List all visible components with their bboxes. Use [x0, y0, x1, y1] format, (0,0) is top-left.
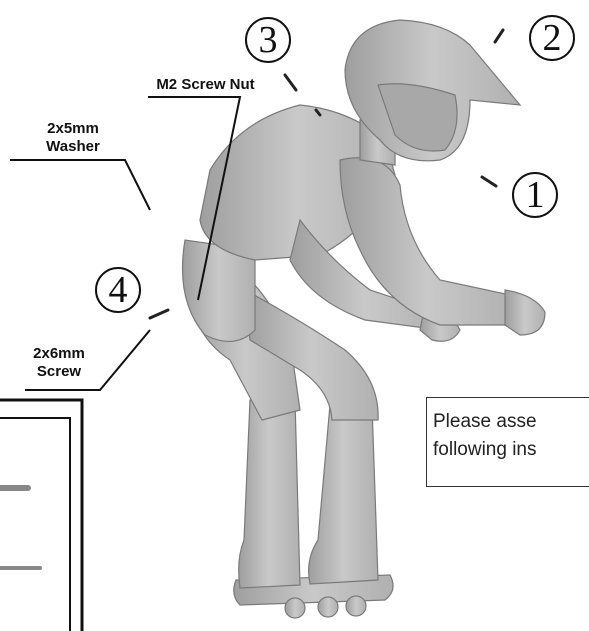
front-hand [505, 290, 545, 335]
skate-wheel [285, 598, 305, 618]
note-line-2: following ins [433, 436, 589, 464]
screw-3-marker [285, 75, 296, 90]
washer-leader [10, 160, 150, 210]
step-number-1: 1 [515, 175, 555, 215]
screw-size: 2x6mm [14, 345, 104, 363]
washer-label: 2x5mm Washer [28, 120, 118, 156]
inset-frame-inner [0, 418, 70, 631]
skate-wheel [318, 597, 338, 617]
screw-name: Screw [14, 363, 104, 381]
washer-size: 2x5mm [28, 120, 118, 138]
screw-2-marker [495, 30, 503, 42]
washer-name: Washer [28, 138, 118, 156]
step-number-3: 3 [248, 20, 288, 60]
screw-4-marker [150, 310, 168, 318]
screw-1-marker [482, 177, 496, 186]
note-line-1: Please asse [433, 408, 589, 436]
step-number-4: 4 [98, 270, 138, 310]
left-boot [239, 400, 300, 588]
step-number-2: 2 [532, 18, 572, 58]
skate-wheel [346, 596, 366, 616]
nut-label: M2 Screw Nut [148, 76, 263, 94]
screw-label: 2x6mm Screw [14, 345, 104, 381]
instruction-note: Please asse following ins [426, 397, 589, 487]
parts-inset [0, 400, 82, 631]
right-boot [309, 405, 378, 584]
